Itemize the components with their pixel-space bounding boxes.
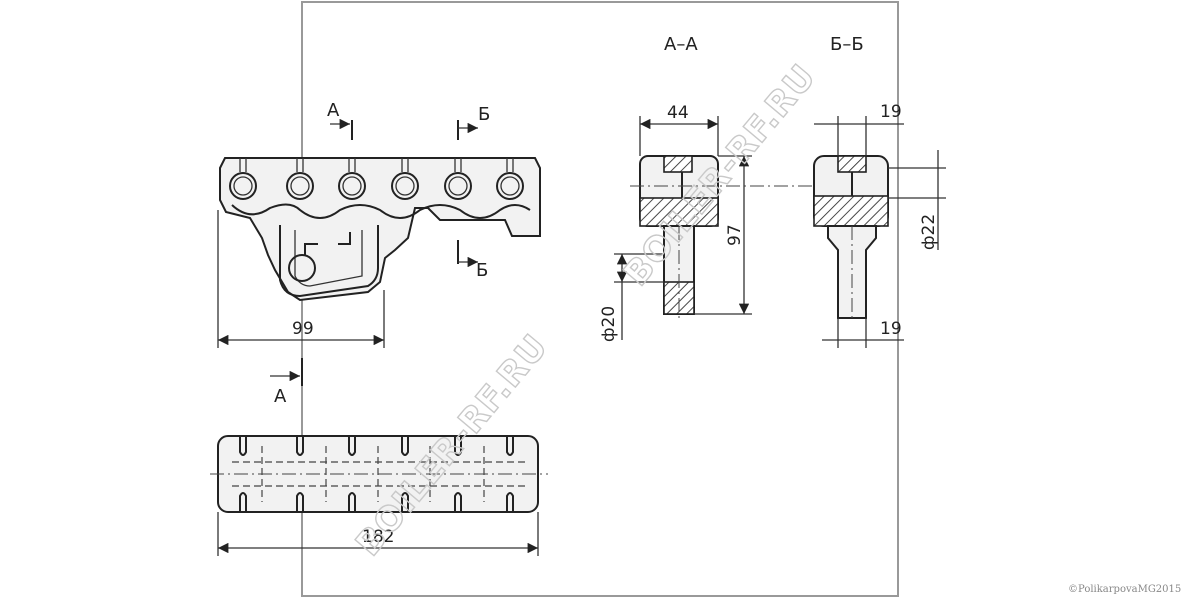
front-hanger-loop	[279, 225, 379, 298]
front-hole	[496, 172, 524, 200]
front-hole	[391, 172, 419, 200]
dim-f22-label: ф22	[919, 214, 939, 250]
front-hanger-inner	[294, 230, 363, 287]
dim-97-label: 97	[725, 224, 745, 246]
front-scallop-line	[231, 203, 531, 219]
front-top-slots	[239, 158, 514, 172]
cut-a-label-top: А	[327, 100, 340, 121]
front-hidden-bracket-left	[304, 243, 318, 255]
dim-44-label: 44	[667, 103, 689, 123]
cut-b-label-top: Б	[478, 104, 490, 125]
dim-99-label: 99	[292, 319, 314, 339]
dim-182-label: 182	[362, 527, 394, 547]
front-hole	[229, 172, 257, 200]
cut-a-label-bottom: А	[274, 386, 287, 407]
watermarks: BOILER-RF.RU BOILER-RF.RU	[348, 56, 825, 564]
front-hole-inner	[448, 176, 468, 196]
section-aa-title: А–А	[664, 34, 698, 55]
bb-head-hatch-top	[837, 155, 867, 173]
bb-head-hatch-bottom	[813, 195, 889, 227]
aa-head-hatch-top	[663, 155, 693, 173]
front-hole	[338, 172, 366, 200]
front-holes	[229, 172, 524, 200]
dim-f20-label: ф20	[599, 306, 619, 342]
front-hole	[286, 172, 314, 200]
front-body-outline	[219, 157, 541, 302]
plan-slots	[239, 436, 514, 512]
section-aa: А–А 44 97 ф20	[599, 34, 812, 342]
cut-b-label-bottom: Б	[476, 260, 488, 281]
front-hole-inner	[395, 176, 415, 196]
front-hole-inner	[290, 176, 310, 196]
section-bb: Б–Б 19 ф22 19	[813, 34, 946, 348]
front-hole-inner	[233, 176, 253, 196]
section-bb-title: Б–Б	[830, 34, 864, 55]
front-hidden-bracket-right	[338, 232, 351, 245]
front-hole-inner	[342, 176, 362, 196]
bottom-plan-view: 182	[210, 435, 548, 556]
plan-hidden-lines	[232, 446, 528, 502]
dim-19-bottom-label: 19	[880, 319, 902, 339]
main-front-view: А А Б Б 99	[217, 100, 541, 407]
front-hole	[444, 172, 472, 200]
copyright-credit: ©PolikarpovaMG2015	[1068, 584, 1181, 595]
dim-19-top-label: 19	[880, 102, 902, 122]
front-hanger-hole	[288, 254, 316, 282]
front-hole-inner	[500, 176, 520, 196]
